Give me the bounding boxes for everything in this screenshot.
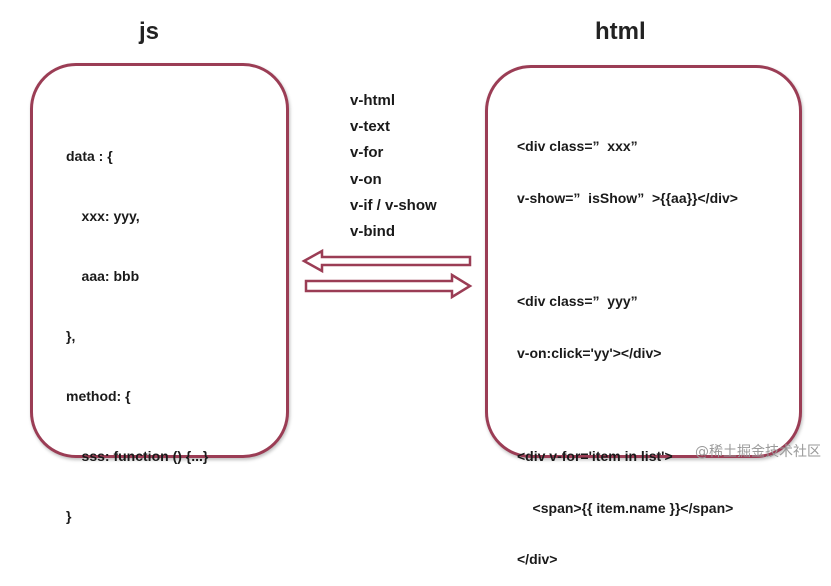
html-code-line: <div v-for='item in list'>	[517, 448, 673, 465]
left-arrow	[301, 248, 472, 274]
js-code-line: },	[66, 328, 76, 344]
js-heading: js	[139, 18, 160, 45]
html-code-line: </div>	[517, 551, 558, 568]
html-code-block: <div class=” xxx” v-show=” isShow” >{{aa…	[517, 104, 738, 586]
js-code-line: xxx: yyy,	[66, 208, 140, 224]
watermark-text: @稀土掘金技术社区	[695, 444, 821, 460]
html-code-line: <div class=” yyy”	[517, 293, 638, 310]
directive-item: v-for	[350, 144, 384, 162]
js-code-line: data : {	[66, 148, 113, 164]
html-code-line: v-on:click='yy'></div>	[517, 344, 662, 361]
html-code-line: <span>{{ item.name }}</span>	[517, 499, 734, 516]
directive-list: v-html v-text v-for v-on v-if / v-show v…	[350, 92, 437, 249]
data-flow-arrows	[301, 248, 473, 300]
html-panel	[485, 65, 802, 458]
html-code-line: v-show=” isShow” >{{aa}}</div>	[517, 190, 738, 207]
js-panel	[30, 63, 289, 458]
js-code-line: aaa: bbb	[66, 268, 140, 284]
directive-item: v-if / v-show	[350, 196, 437, 214]
html-code-line	[517, 396, 738, 413]
html-heading: html	[595, 18, 646, 45]
html-code-line	[517, 242, 738, 259]
js-code-line: sss: function () {...}	[66, 448, 209, 464]
right-arrow	[304, 272, 473, 300]
js-code-line: }	[66, 508, 72, 524]
directive-item: v-bind	[350, 222, 395, 240]
html-code-line: <div class=” xxx”	[517, 138, 638, 155]
js-code-line: method: {	[66, 388, 131, 404]
js-code-block: data : { xxx: yyy, aaa: bbb }, method: {…	[66, 106, 208, 546]
directive-item: v-on	[350, 170, 382, 188]
directive-item: v-text	[350, 118, 391, 136]
directive-item: v-html	[350, 92, 395, 109]
